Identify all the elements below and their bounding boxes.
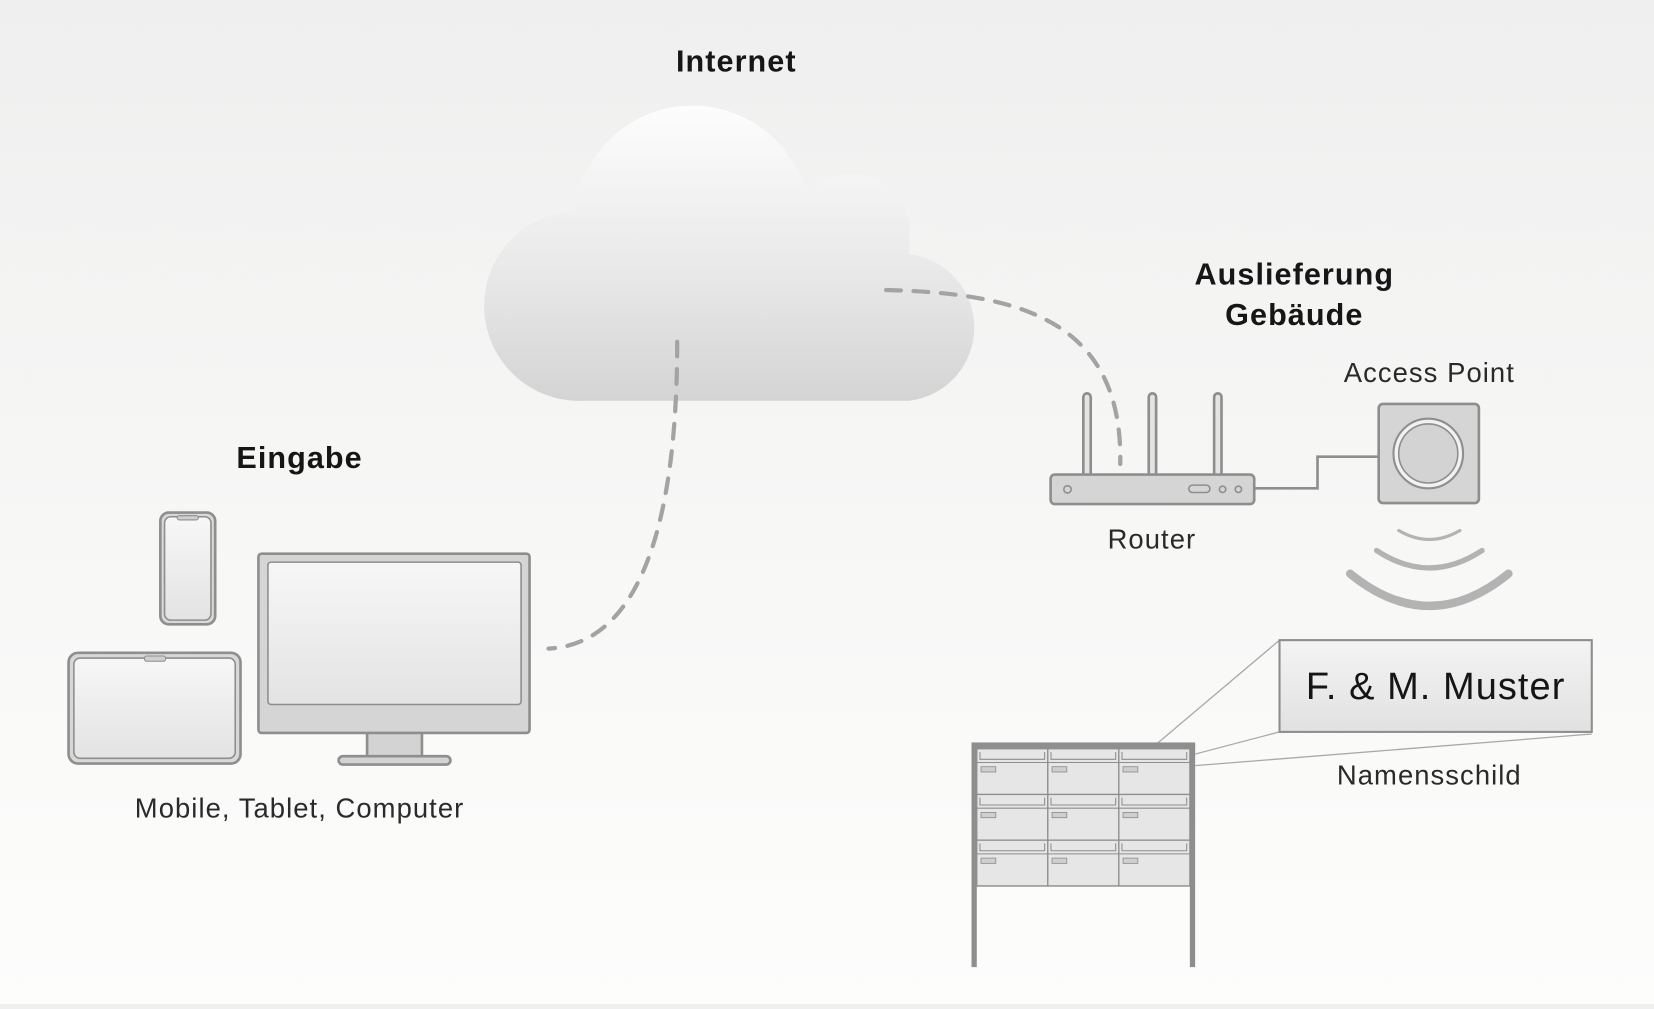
connection-devices-internet bbox=[546, 339, 680, 651]
name-tag bbox=[1122, 766, 1139, 773]
tablet-icon bbox=[67, 651, 242, 765]
callout-lines bbox=[1156, 639, 1592, 767]
devices-label: Mobile, Tablet, Computer bbox=[135, 792, 465, 823]
mailbox-compartment bbox=[1118, 839, 1191, 887]
connection-internet-router bbox=[883, 287, 1123, 467]
name-tag bbox=[980, 811, 997, 819]
mailbox-compartment bbox=[1047, 839, 1120, 887]
mail-slot bbox=[1050, 797, 1117, 806]
connection-router-accesspoint bbox=[1254, 455, 1379, 490]
mail-slot bbox=[1050, 843, 1117, 852]
mail-slot bbox=[979, 797, 1046, 806]
name-tag bbox=[980, 766, 997, 773]
mailbox-compartment bbox=[1047, 793, 1120, 841]
delivery-title-line2: Gebäude bbox=[1225, 298, 1363, 332]
nameplate: F. & M. Muster bbox=[1278, 639, 1593, 733]
delivery-title-line1: Auslieferung bbox=[1195, 258, 1395, 292]
wifi-signal-icon bbox=[1345, 528, 1513, 611]
internet-title: Internet bbox=[676, 45, 797, 79]
mail-slot bbox=[1121, 751, 1188, 760]
input-title: Eingabe bbox=[236, 441, 362, 475]
access-point-icon bbox=[1377, 402, 1481, 505]
router-icon bbox=[1049, 392, 1256, 506]
mail-slot bbox=[1121, 843, 1188, 852]
nameplate-text: F. & M. Muster bbox=[1306, 666, 1566, 708]
computer-monitor-icon bbox=[257, 552, 531, 766]
cloud-icon bbox=[484, 105, 975, 401]
mailbox-panel-icon bbox=[971, 742, 1196, 968]
mail-slot bbox=[1050, 751, 1117, 760]
mailbox-compartment bbox=[1047, 748, 1120, 796]
name-tag bbox=[980, 857, 997, 864]
name-tag bbox=[1122, 811, 1139, 819]
mailbox-compartment bbox=[1118, 793, 1191, 841]
mail-slot bbox=[1121, 797, 1188, 806]
mailbox-compartment bbox=[976, 839, 1049, 887]
mailbox-compartment bbox=[976, 748, 1049, 796]
mailbox-compartment bbox=[976, 793, 1049, 841]
access-point-label: Access Point bbox=[1344, 357, 1515, 388]
name-tag bbox=[1051, 766, 1068, 773]
mail-slot bbox=[979, 843, 1046, 852]
name-tag bbox=[1051, 811, 1068, 819]
name-tag bbox=[1122, 857, 1139, 864]
router-label: Router bbox=[1108, 523, 1197, 554]
mail-slot bbox=[979, 751, 1046, 760]
mailbox-compartment bbox=[1118, 748, 1191, 796]
name-tag bbox=[1051, 857, 1068, 864]
smartphone-icon bbox=[159, 511, 217, 626]
nameplate-label: Namensschild bbox=[1337, 760, 1522, 791]
